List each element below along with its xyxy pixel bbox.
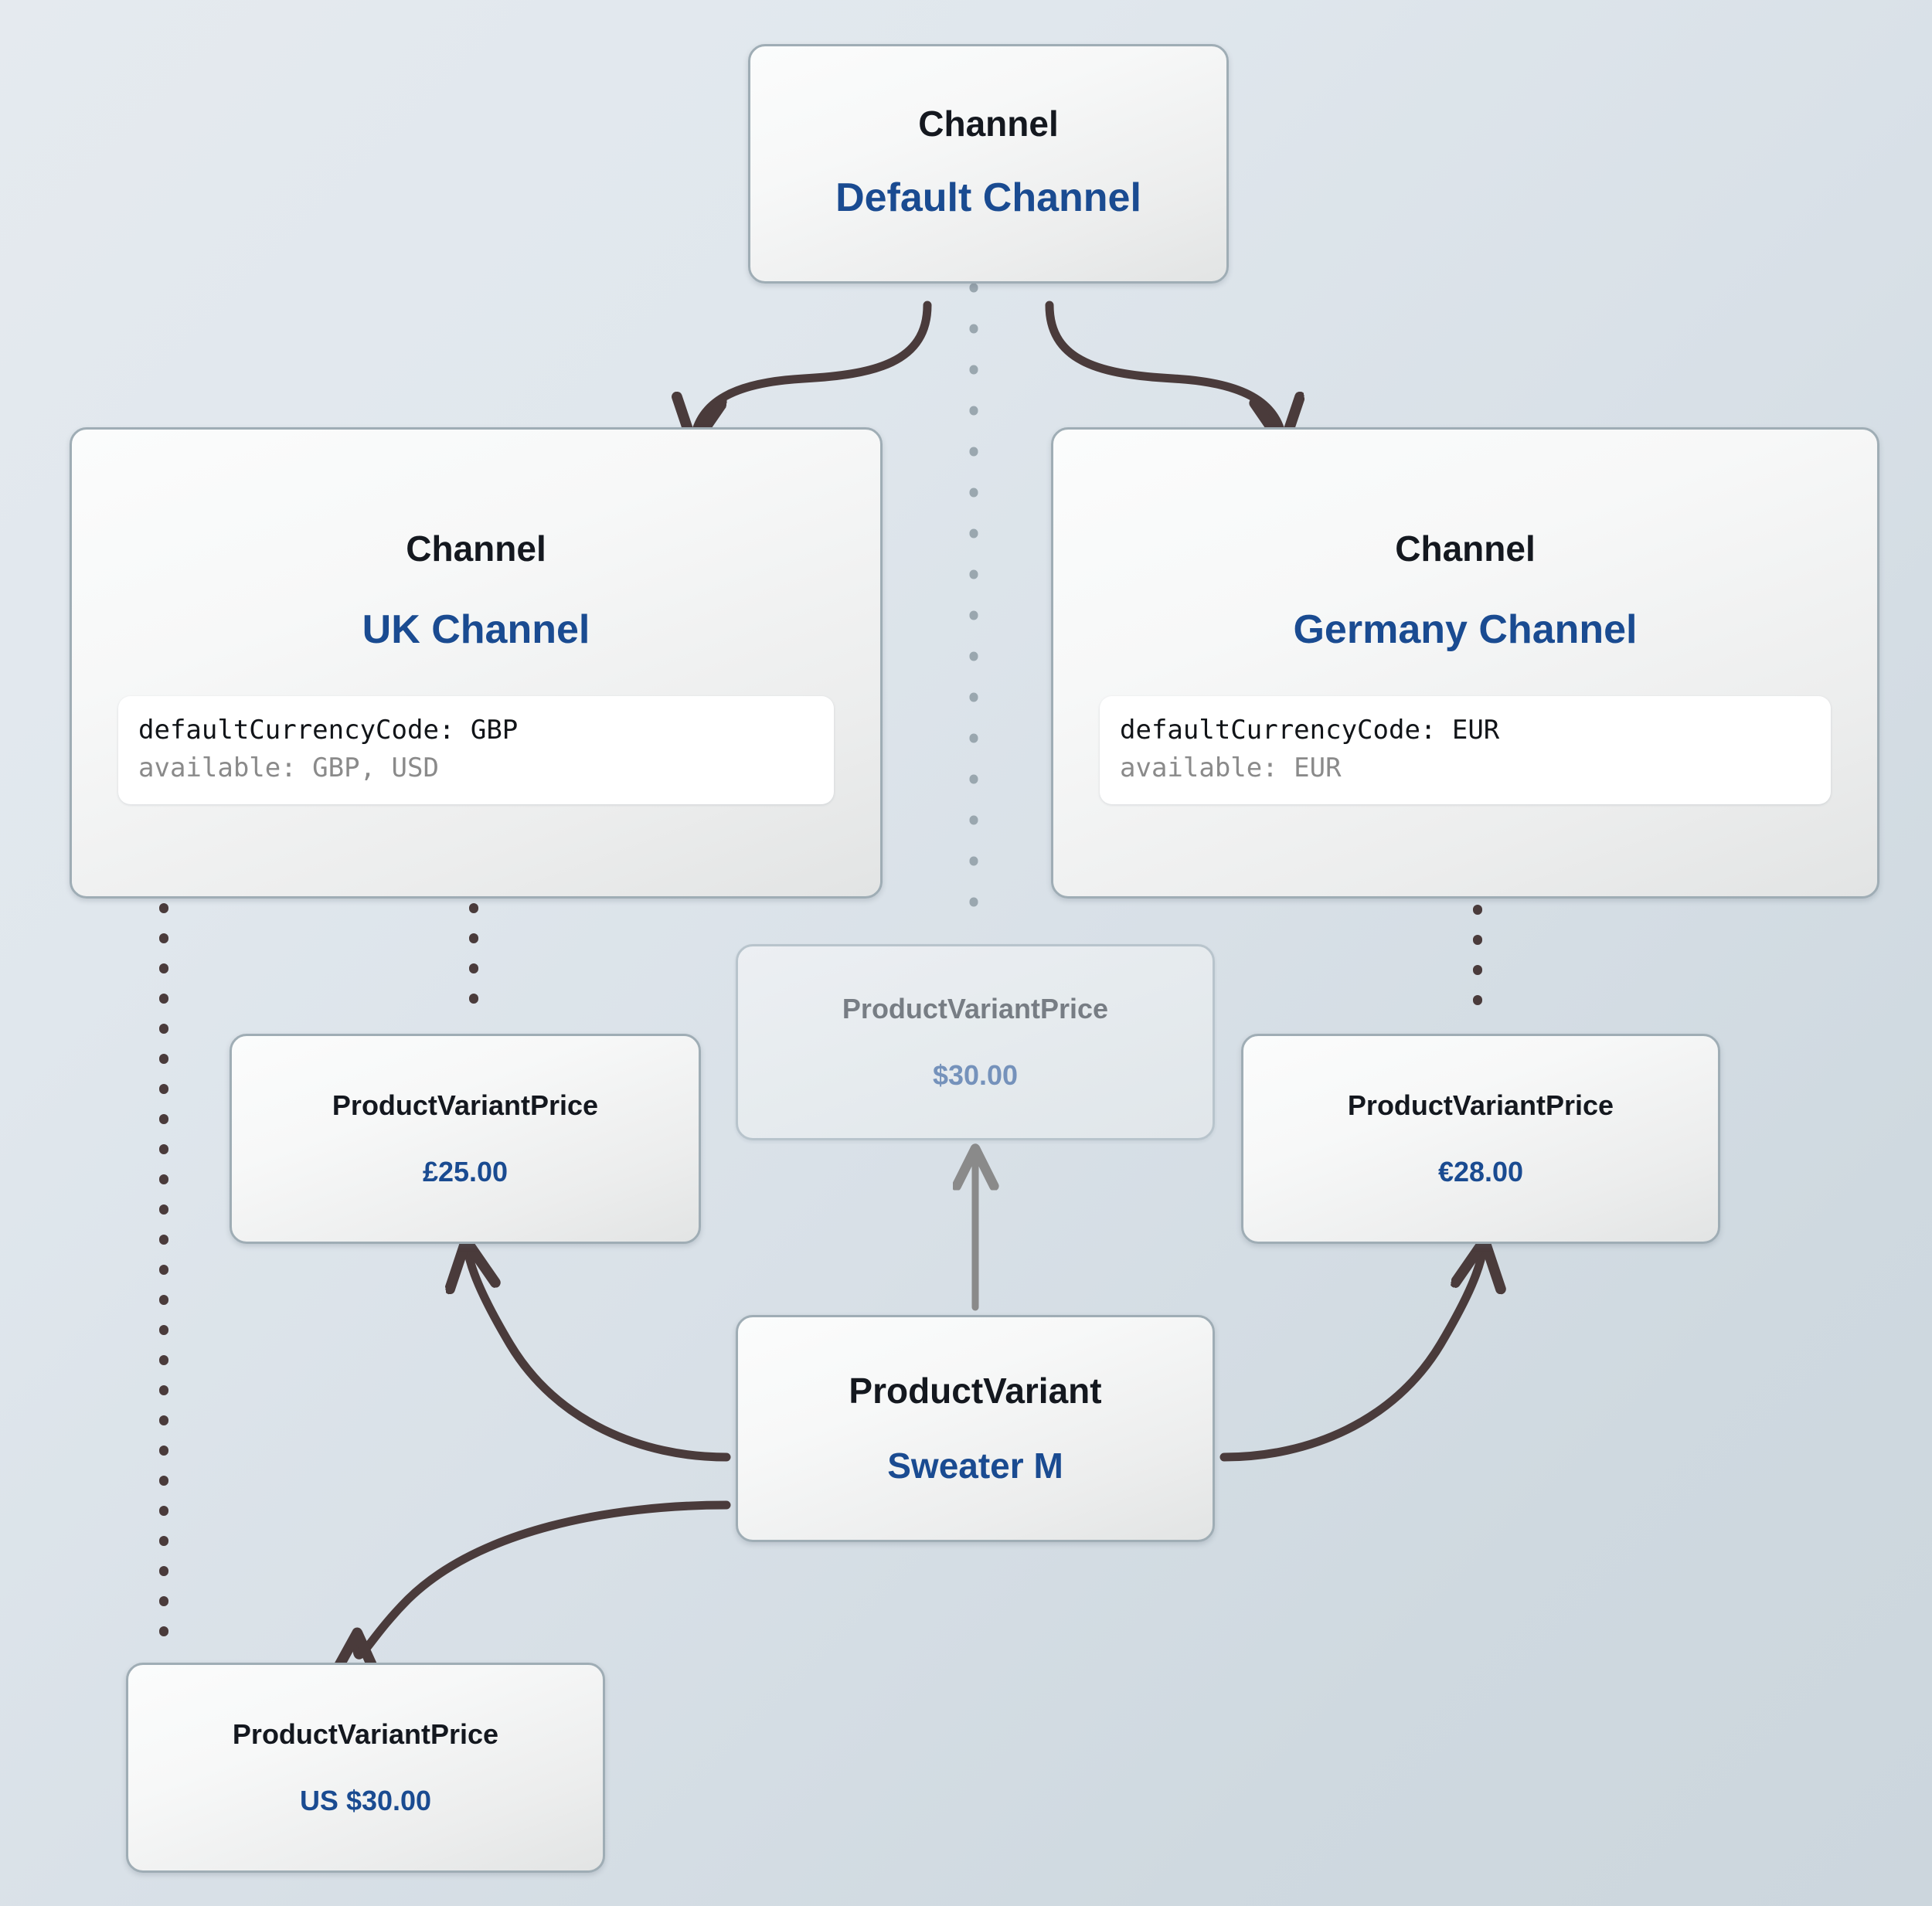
node-uk-channel[interactable]: Channel UK Channel defaultCurrencyCode: … bbox=[70, 427, 883, 899]
node-price-value: US $30.00 bbox=[299, 1785, 432, 1816]
edge-variant-to-price-uk bbox=[467, 1245, 731, 1462]
node-default-channel[interactable]: Channel Default Channel bbox=[748, 44, 1229, 284]
node-product-variant-price-default-usd[interactable]: ProductVariantPrice $30.00 bbox=[736, 944, 1215, 1140]
edge-default-to-germany bbox=[1045, 301, 1283, 440]
node-type-label: ProductVariantPrice bbox=[1347, 1089, 1614, 1122]
available-currencies-line: available: EUR bbox=[1120, 752, 1342, 783]
node-type-label: ProductVariantPrice bbox=[842, 993, 1109, 1025]
node-price-value: £25.00 bbox=[422, 1156, 509, 1187]
node-name-label: Default Channel bbox=[835, 175, 1141, 220]
node-product-variant-price-usd[interactable]: ProductVariantPrice US $30.00 bbox=[126, 1663, 605, 1873]
node-product-variant-price-gbp[interactable]: ProductVariantPrice £25.00 bbox=[230, 1034, 701, 1244]
node-type-label: ProductVariant bbox=[849, 1371, 1102, 1412]
node-type-label: ProductVariantPrice bbox=[232, 1718, 499, 1751]
edge-default-to-uk bbox=[694, 301, 932, 440]
default-currency-code-line: defaultCurrencyCode: GBP bbox=[138, 714, 519, 746]
node-type-label: ProductVariantPrice bbox=[332, 1089, 599, 1122]
edge-variant-to-price-us bbox=[357, 1500, 731, 1655]
node-product-variant-price-eur[interactable]: ProductVariantPrice €28.00 bbox=[1241, 1034, 1720, 1244]
node-price-value: €28.00 bbox=[1437, 1156, 1524, 1187]
node-type-label: Channel bbox=[918, 104, 1059, 144]
node-price-value: $30.00 bbox=[932, 1059, 1019, 1091]
edge-variant-to-price-de bbox=[1219, 1245, 1484, 1462]
node-germany-channel[interactable]: Channel Germany Channel defaultCurrencyC… bbox=[1051, 427, 1879, 899]
available-currencies-line: available: GBP, USD bbox=[138, 752, 439, 783]
uk-channel-currency-details: defaultCurrencyCode: GBP available: GBP,… bbox=[118, 695, 834, 805]
node-product-variant[interactable]: ProductVariant Sweater M bbox=[736, 1315, 1215, 1542]
germany-channel-currency-details: defaultCurrencyCode: EUR available: EUR bbox=[1100, 695, 1831, 805]
node-name-label: Sweater M bbox=[887, 1446, 1063, 1486]
node-type-label: Channel bbox=[406, 528, 546, 569]
node-name-label: UK Channel bbox=[362, 607, 590, 653]
node-name-label: Germany Channel bbox=[1293, 607, 1638, 653]
default-currency-code-line: defaultCurrencyCode: EUR bbox=[1120, 714, 1500, 746]
node-type-label: Channel bbox=[1395, 528, 1536, 569]
